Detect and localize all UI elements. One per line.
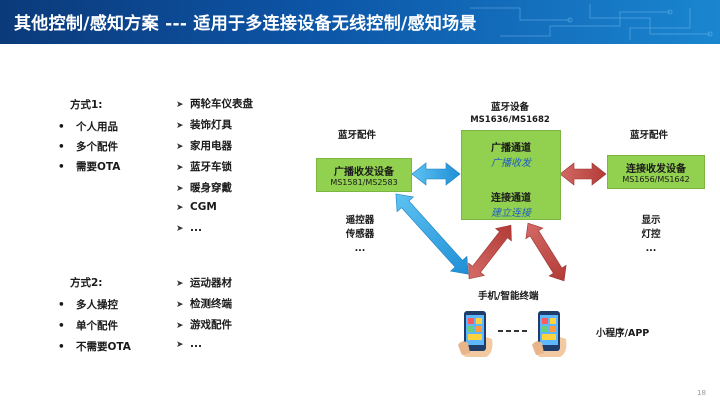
chevron-right-icon: ➤ bbox=[176, 224, 184, 234]
left-accessory-title: 蓝牙配件 bbox=[338, 130, 377, 141]
chevron-right-icon: ➤ bbox=[176, 203, 184, 213]
chevron-right-icon: ➤ bbox=[176, 142, 184, 152]
page-title: 其他控制/感知方案 --- 适用于多连接设备无线控制/感知场景 bbox=[14, 14, 477, 34]
phone-terminal-title: 手机/智能终端 bbox=[478, 291, 539, 302]
double-arrow-red-diagonal-left bbox=[468, 224, 512, 280]
chevron-right-icon: ➤ bbox=[176, 184, 184, 194]
bullet-dot-icon: • bbox=[58, 141, 65, 153]
mode1-label: 方式1: bbox=[70, 99, 103, 111]
chevron-right-icon: ➤ bbox=[176, 321, 184, 331]
mode2-bullet-3: •不需要OTA bbox=[58, 341, 131, 353]
bullet-dot-icon: • bbox=[58, 121, 65, 133]
chevron-right-icon: ➤ bbox=[176, 300, 184, 310]
connection-device-box: 连接收发设备 MS1656/MS1642 bbox=[607, 155, 705, 189]
page-number: 18 bbox=[697, 389, 706, 397]
bullet-dot-icon: • bbox=[58, 320, 65, 332]
mode2-list-item: ➤运动器材 bbox=[176, 277, 232, 289]
phone-hand-icon bbox=[532, 311, 567, 357]
chevron-right-icon: ➤ bbox=[176, 279, 184, 289]
mode1-list-item: ➤... bbox=[176, 222, 202, 234]
mode2-label: 方式2: bbox=[70, 277, 103, 289]
chevron-right-icon: ➤ bbox=[176, 121, 184, 131]
mode1-list-item: ➤家用电器 bbox=[176, 140, 232, 152]
bullet-dot-icon: • bbox=[58, 161, 65, 173]
mode2-bullet-2: •单个配件 bbox=[58, 320, 118, 332]
mode1-list-item: ➤装饰灯具 bbox=[176, 119, 232, 131]
circuit-pattern-icon bbox=[470, 4, 713, 40]
mode1-list-item: ➤CGM bbox=[176, 201, 217, 213]
left-accessory-examples: 遥控器 传感器 ... bbox=[345, 215, 375, 254]
double-arrow-red-diagonal-right bbox=[525, 222, 567, 282]
mode2-list-item: ➤... bbox=[176, 338, 202, 350]
chevron-right-icon: ➤ bbox=[176, 100, 184, 110]
phone-hand-icon bbox=[458, 311, 493, 357]
right-accessory-examples: 显示 灯控 ... bbox=[641, 215, 661, 254]
bullet-dot-icon: • bbox=[58, 341, 65, 353]
mode1-list-item: ➤两轮车仪表盘 bbox=[176, 98, 253, 110]
mode1-bullet-2: •多个配件 bbox=[58, 141, 118, 153]
mode2-list-item: ➤游戏配件 bbox=[176, 319, 232, 331]
mode2-bullet-1: •多人操控 bbox=[58, 299, 118, 311]
bullet-dot-icon: • bbox=[58, 299, 65, 311]
mode1-bullet-1: •个人用品 bbox=[58, 121, 118, 133]
center-device-title: 蓝牙设备 MS1636/MS1682 bbox=[470, 102, 550, 125]
double-arrow-blue-diagonal bbox=[395, 193, 469, 275]
header-bar: 其他控制/感知方案 --- 适用于多连接设备无线控制/感知场景 bbox=[0, 0, 720, 44]
mode1-list-item: ➤蓝牙车锁 bbox=[176, 161, 232, 173]
double-arrow-red-horizontal bbox=[559, 162, 607, 186]
mode1-list-item: ➤暖身穿戴 bbox=[176, 182, 232, 194]
chevron-right-icon: ➤ bbox=[176, 340, 184, 350]
broadcast-device-box: 广播收发设备 MS1581/MS2583 bbox=[316, 158, 412, 192]
chevron-right-icon: ➤ bbox=[176, 163, 184, 173]
app-label: 小程序/APP bbox=[596, 328, 650, 339]
double-arrow-blue-horizontal bbox=[411, 162, 461, 186]
bluetooth-device-box: 广播通道 广播收发 连接通道 建立连接 bbox=[461, 130, 561, 220]
mode1-bullet-3: •需要OTA bbox=[58, 161, 121, 173]
right-accessory-title: 蓝牙配件 bbox=[630, 130, 669, 141]
mode2-list-item: ➤检测终端 bbox=[176, 298, 232, 310]
